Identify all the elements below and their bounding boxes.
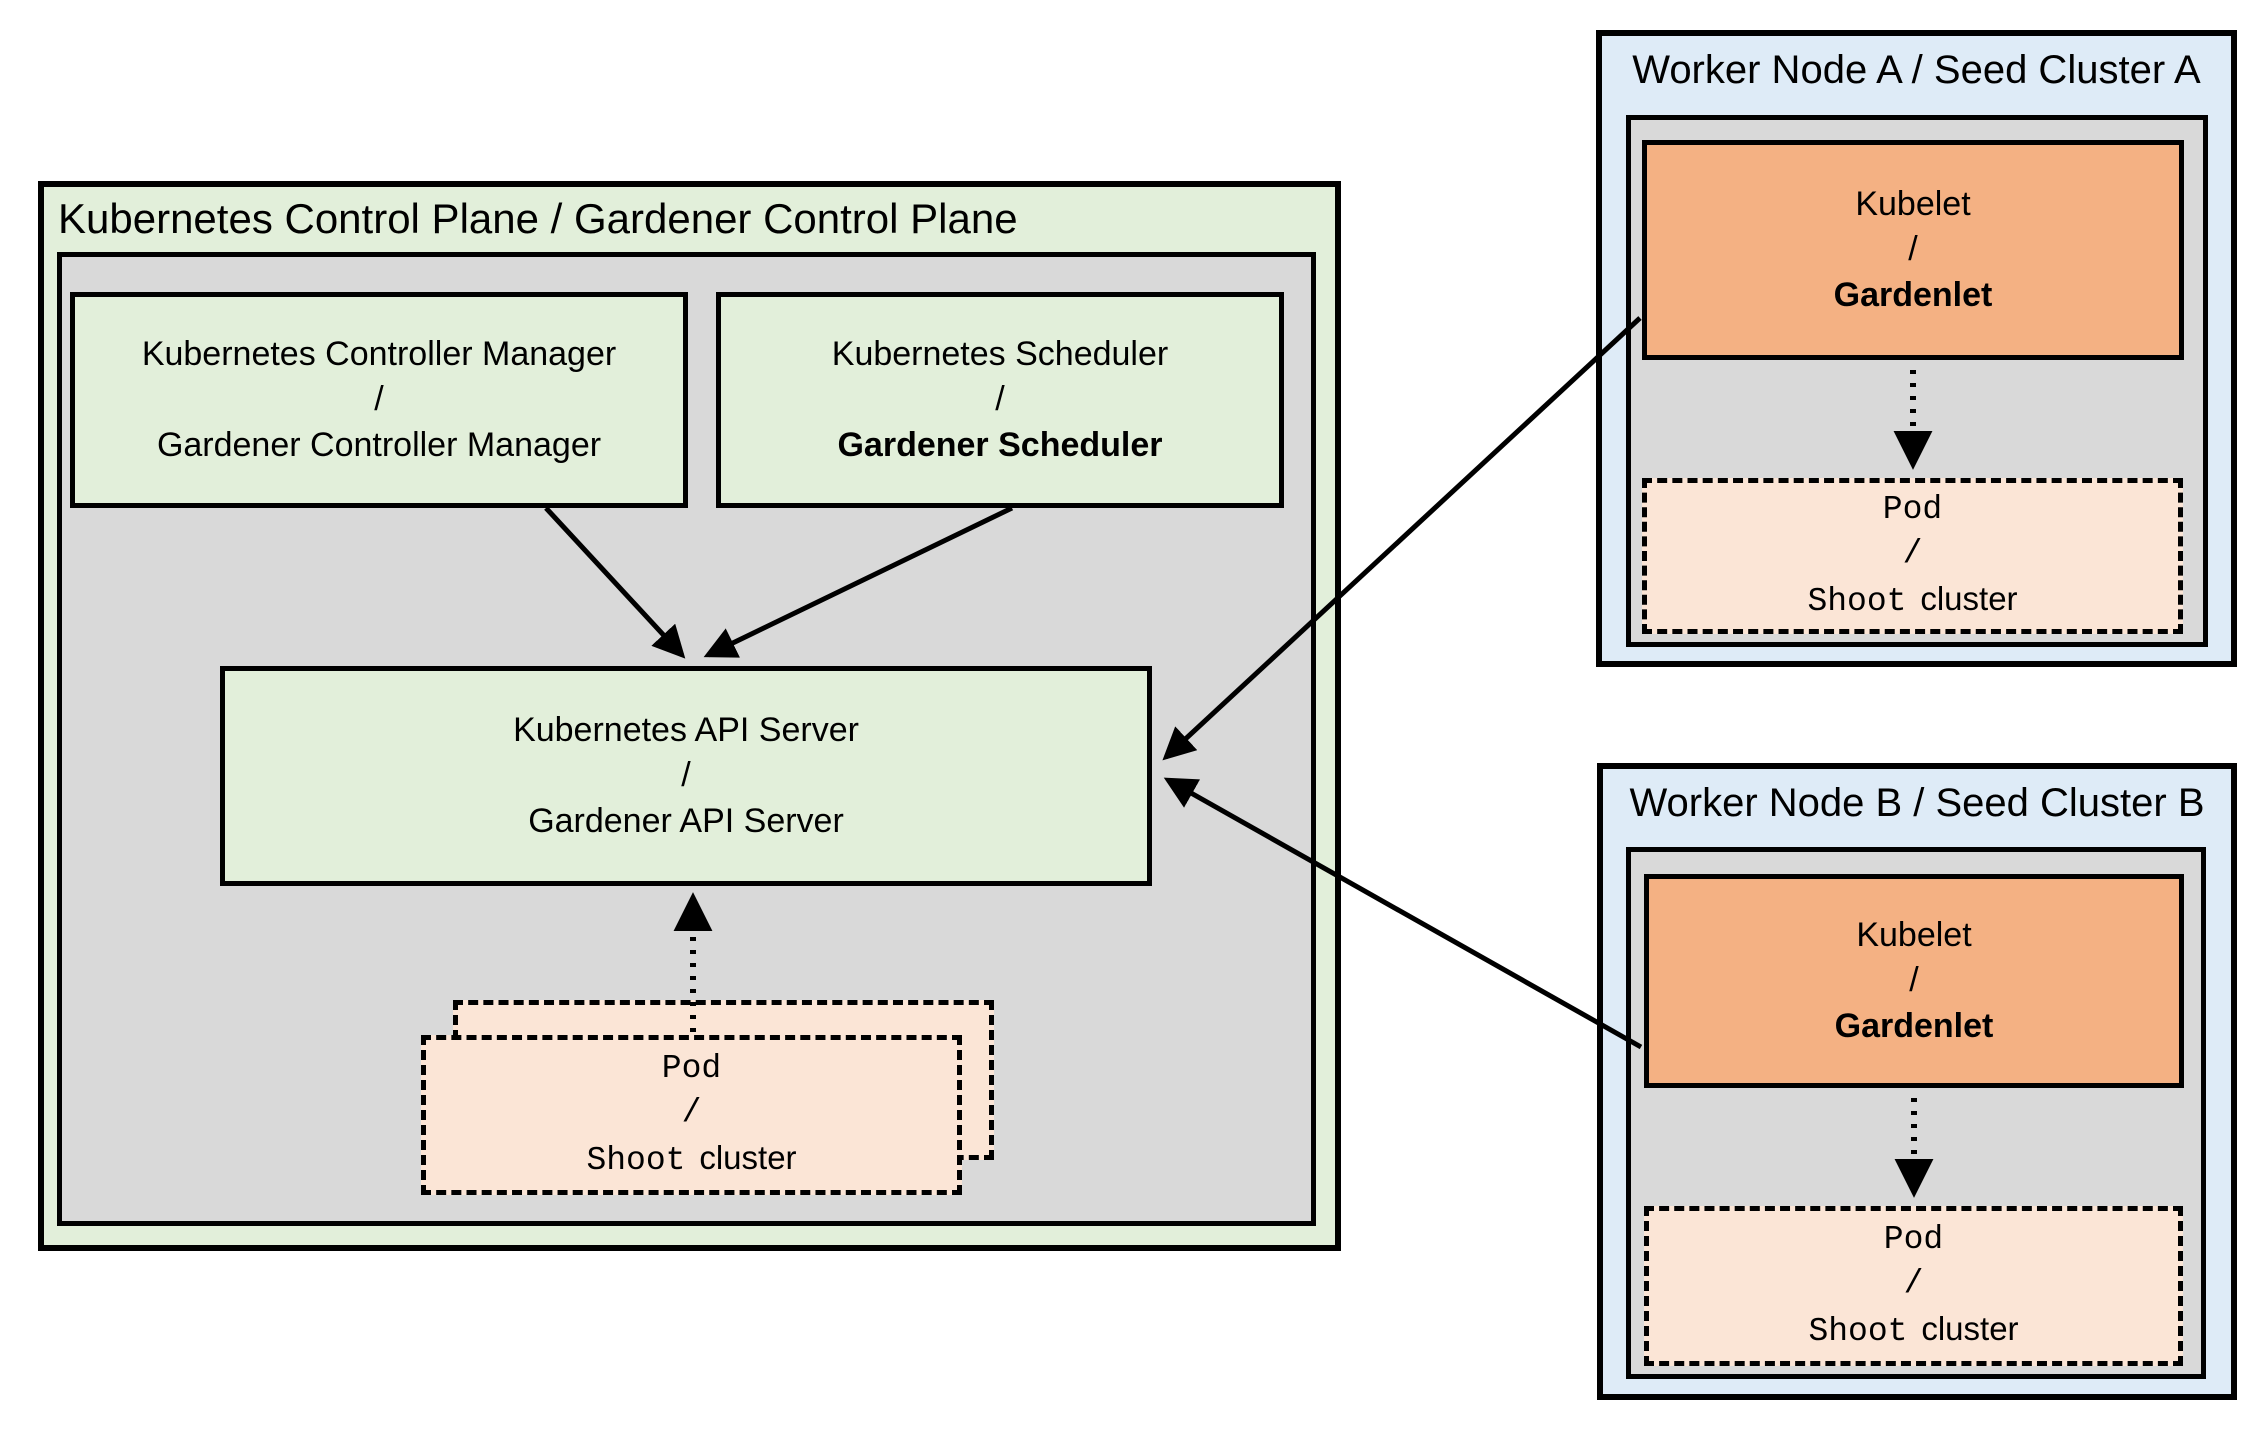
shoot-cluster-label: Shoot cluster [586,1136,796,1183]
controller-manager-separator: / [374,380,384,419]
api-server-label-line2: Gardener API Server [528,801,844,840]
pod-shoot-cluster-box-a: Pod / Shoot cluster [1642,478,2183,634]
kubelet-gardenlet-box-b: Kubelet / Gardenlet [1644,874,2184,1088]
shoot-word-a: Shoot [1807,582,1907,620]
worker-node-b-title: Worker Node B / Seed Cluster B [1629,781,2205,825]
pod-b-separator: / [1903,1265,1924,1303]
controller-manager-box: Kubernetes Controller Manager / Gardener… [70,292,688,508]
api-server-label-line1: Kubernetes API Server [513,710,859,749]
pod-label: Pod [661,1050,722,1088]
cluster-word-a: cluster [1920,579,2018,617]
api-server-box: Kubernetes API Server / Gardener API Ser… [220,666,1152,886]
kubelet-b-label-line2: Gardenlet [1834,1006,1994,1045]
cluster-word-b: cluster [1921,1309,2019,1347]
scheduler-label-line2: Gardener Scheduler [837,425,1163,464]
api-server-separator: / [681,756,691,795]
pod-shoot-cluster-box-front: Pod / Shoot cluster [421,1035,962,1195]
kubelet-a-separator: / [1908,230,1918,269]
kubelet-b-label-line1: Kubelet [1856,915,1972,954]
worker-node-a-title: Worker Node A / Seed Cluster A [1632,48,2201,92]
scheduler-label-line1: Kubernetes Scheduler [831,334,1169,373]
kubelet-a-label-line1: Kubelet [1855,184,1971,223]
pod-a-label: Pod [1882,491,1943,529]
kubelet-a-label-line2: Gardenlet [1833,275,1993,314]
kubelet-b-separator: / [1909,961,1919,1000]
shoot-word-b: Shoot [1808,1312,1908,1350]
controller-manager-label-line1: Kubernetes Controller Manager [141,334,617,373]
scheduler-separator: / [995,380,1005,419]
scheduler-box: Kubernetes Scheduler / Gardener Schedule… [716,292,1284,508]
control-plane-title: Kubernetes Control Plane / Gardener Cont… [58,195,1018,242]
pod-separator: / [681,1094,702,1132]
shoot-word: Shoot [586,1141,686,1179]
shoot-cluster-b-label: Shoot cluster [1808,1307,2018,1354]
controller-manager-label-line2: Gardener Controller Manager [156,425,602,464]
pod-shoot-cluster-box-b: Pod / Shoot cluster [1644,1206,2183,1366]
shoot-cluster-a-label: Shoot cluster [1807,577,2017,624]
pod-b-label: Pod [1883,1221,1944,1259]
kubelet-gardenlet-box-a: Kubelet / Gardenlet [1642,140,2184,360]
cluster-word: cluster [699,1138,797,1176]
pod-a-separator: / [1902,535,1923,573]
